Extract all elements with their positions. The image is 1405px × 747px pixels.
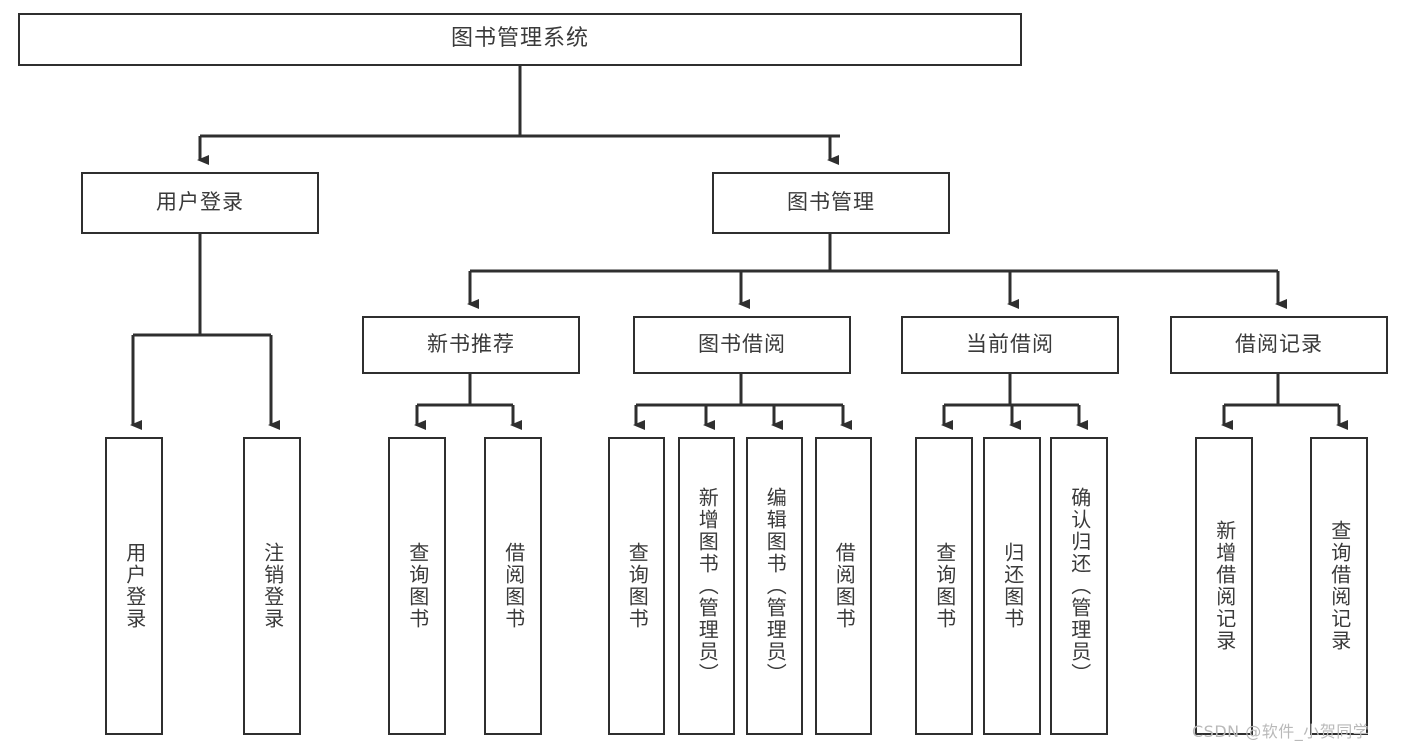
- node-book-management[interactable]: 图书管理: [712, 172, 950, 234]
- node-label: 确认归还（管理员）: [1067, 487, 1092, 685]
- node-new-book-recommendation[interactable]: 新书推荐: [362, 316, 580, 374]
- node-user-login[interactable]: 用户登录: [81, 172, 319, 234]
- node-label: 注销登录: [260, 542, 285, 630]
- node-label: 查询图书: [932, 542, 957, 630]
- node-label: 归还图书: [1000, 542, 1025, 630]
- node-label: 借阅图书: [832, 542, 857, 630]
- leaf-add-borrow-record[interactable]: 新增借阅记录: [1195, 437, 1253, 735]
- node-label: 查询借阅记录: [1327, 520, 1352, 652]
- node-label: 新书推荐: [427, 332, 515, 357]
- leaf-confirm-return-admin[interactable]: 确认归还（管理员）: [1050, 437, 1108, 735]
- node-label: 图书管理系统: [450, 26, 589, 52]
- node-current-borrowing[interactable]: 当前借阅: [901, 316, 1119, 374]
- leaf-return-book[interactable]: 归还图书: [983, 437, 1041, 735]
- node-label: 编辑图书（管理员）: [763, 487, 788, 685]
- leaf-user-login[interactable]: 用户登录: [105, 437, 163, 735]
- node-label: 图书借阅: [698, 332, 786, 357]
- csdn-watermark: CSDN @软件_小贺同学: [1192, 722, 1370, 741]
- leaf-add-book-admin[interactable]: 新增图书（管理员）: [678, 437, 735, 735]
- node-label: 新增借阅记录: [1212, 520, 1237, 652]
- leaf-query-book-borrowing[interactable]: 查询图书: [608, 437, 665, 735]
- node-borrow-records[interactable]: 借阅记录: [1170, 316, 1388, 374]
- node-label: 用户登录: [122, 542, 147, 630]
- leaf-borrow-book-newbook[interactable]: 借阅图书: [484, 437, 542, 735]
- node-book-borrowing[interactable]: 图书借阅: [633, 316, 851, 374]
- node-label: 图书管理: [787, 190, 875, 215]
- leaf-query-book-newbook[interactable]: 查询图书: [388, 437, 446, 735]
- node-label: 借阅记录: [1235, 332, 1323, 357]
- leaf-logout[interactable]: 注销登录: [243, 437, 301, 735]
- node-label: 借阅图书: [501, 542, 526, 630]
- node-label: 查询图书: [625, 542, 650, 630]
- node-label: 用户登录: [156, 190, 244, 215]
- node-label: 新增图书（管理员）: [695, 487, 720, 685]
- node-label: 查询图书: [405, 542, 430, 630]
- leaf-borrow-book-borrowing[interactable]: 借阅图书: [815, 437, 872, 735]
- node-label: 当前借阅: [966, 332, 1054, 357]
- leaf-query-book-current[interactable]: 查询图书: [915, 437, 973, 735]
- node-root-book-management-system[interactable]: 图书管理系统: [18, 13, 1022, 66]
- leaf-edit-book-admin[interactable]: 编辑图书（管理员）: [746, 437, 803, 735]
- leaf-query-borrow-record[interactable]: 查询借阅记录: [1310, 437, 1368, 735]
